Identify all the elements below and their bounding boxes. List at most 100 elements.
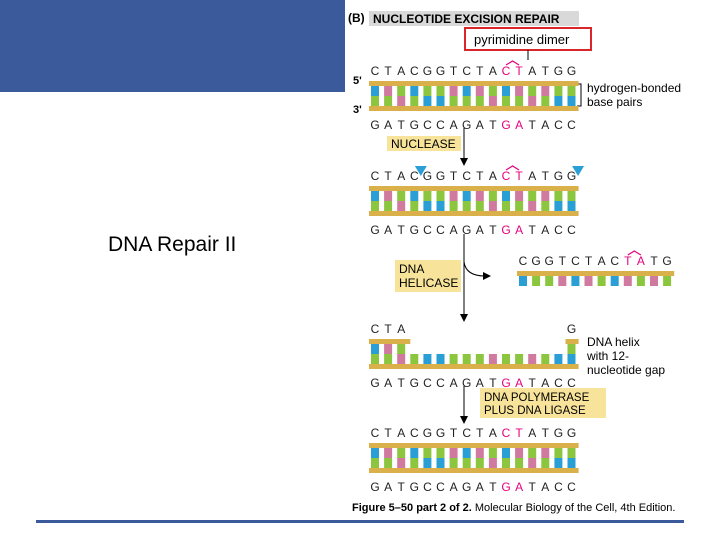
fragment-base xyxy=(532,276,541,286)
bottom-strand-letter: T xyxy=(489,223,497,237)
bottom-base xyxy=(541,354,550,364)
arrow-2-head xyxy=(460,314,468,322)
top-base xyxy=(410,86,419,96)
top-strand-letter: C xyxy=(502,169,511,183)
bottom-base xyxy=(449,96,458,106)
top-strand-letter: A xyxy=(528,169,536,183)
bottom-strand-letter: G xyxy=(370,118,379,132)
fragment-base xyxy=(584,276,593,286)
bottom-base xyxy=(449,354,458,364)
fragment-base xyxy=(571,276,580,286)
excision-repair-diagram: (B) NUCLEOTIDE EXCISION REPAIR pyrimidin… xyxy=(348,11,681,494)
bottom-strand-letter: C xyxy=(567,118,576,132)
fragment-base xyxy=(636,276,645,286)
bottom-strand-letter: A xyxy=(384,223,392,237)
top-base xyxy=(567,344,576,354)
fragment-letter: C xyxy=(519,254,528,268)
top-base xyxy=(541,86,550,96)
bottom-strand-letter: T xyxy=(529,376,537,390)
helicase-label-line2: HELICASE xyxy=(399,276,458,290)
top-strand-letter: G xyxy=(436,426,445,440)
bottom-base xyxy=(567,201,576,211)
bottom-base xyxy=(528,354,537,364)
top-base xyxy=(410,191,419,201)
top-strand-letter: C xyxy=(502,64,511,78)
top-strand-letter: C xyxy=(371,322,380,336)
top-base xyxy=(384,86,393,96)
figure-caption-rest: Molecular Biology of the Cell, 4th Editi… xyxy=(471,502,676,514)
bottom-strand-letter: A xyxy=(476,376,484,390)
top-base xyxy=(449,86,458,96)
bottom-strand-letter: T xyxy=(398,223,406,237)
bottom-base xyxy=(423,354,432,364)
bottom-strand-letter: C xyxy=(567,480,576,494)
panel-letter: (B) xyxy=(348,11,365,25)
bottom-backbone xyxy=(369,468,579,473)
bottom-base xyxy=(462,96,471,106)
top-strand-letter: T xyxy=(384,64,392,78)
fragment-letter: T xyxy=(650,254,658,268)
top-base xyxy=(475,448,484,458)
top-strand-letter: G xyxy=(423,169,432,183)
bottom-base xyxy=(423,96,432,106)
top-strand-letter: C xyxy=(410,426,419,440)
bottom-strand-letter: A xyxy=(450,480,458,494)
top-strand-letter: T xyxy=(450,64,458,78)
bottom-base xyxy=(488,354,497,364)
bottom-base xyxy=(449,201,458,211)
bottom-base xyxy=(410,96,419,106)
top-base xyxy=(397,344,406,354)
top-backbone xyxy=(369,339,411,344)
bottom-strand-letter: G xyxy=(501,376,510,390)
bottom-base xyxy=(475,201,484,211)
top-strand-letter: G xyxy=(554,169,563,183)
fragment-letter: G xyxy=(531,254,540,268)
top-base xyxy=(528,191,537,201)
bottom-strand-letter: G xyxy=(501,223,510,237)
bottom-strand-letter: C xyxy=(423,376,432,390)
nuclease-cut-right xyxy=(572,166,585,176)
fragment-letter: C xyxy=(610,254,619,268)
nuclease-label-bg xyxy=(387,136,461,151)
bottom-base xyxy=(410,201,419,211)
bottom-base xyxy=(515,458,524,468)
bottom-base xyxy=(554,96,563,106)
bottom-base xyxy=(436,201,445,211)
bottom-strand-letter: C xyxy=(554,376,563,390)
fragment-letter: T xyxy=(559,254,567,268)
bottom-strand-letter: A xyxy=(450,118,458,132)
top-base xyxy=(515,448,524,458)
top-strand-letter: T xyxy=(450,426,458,440)
bottom-base xyxy=(502,96,510,106)
top-base xyxy=(515,191,524,201)
bottom-base xyxy=(436,458,445,468)
top-strand-letter: G xyxy=(554,64,563,78)
three-prime-label: 3' xyxy=(353,104,362,116)
bottom-backbone xyxy=(369,364,579,369)
fragment-letter: T xyxy=(585,254,593,268)
top-base xyxy=(528,86,537,96)
top-strand-letter: T xyxy=(515,64,523,78)
top-strand-letter: A xyxy=(489,169,497,183)
top-strand-letter: T xyxy=(515,169,523,183)
bottom-base xyxy=(567,354,576,364)
helicase-label-line1: DNA xyxy=(399,262,424,276)
bottom-strand-letter: A xyxy=(384,480,392,494)
bottom-strand-letter: G xyxy=(501,118,510,132)
top-base xyxy=(528,448,537,458)
top-strand-letter: A xyxy=(397,426,405,440)
top-strand-letter: C xyxy=(462,426,471,440)
figure-caption-bold: Figure 5–50 part 2 of 2. xyxy=(352,502,472,514)
polymerase-label-bg xyxy=(480,388,606,418)
bottom-strand-letter: A xyxy=(384,376,392,390)
top-strand-letter: G xyxy=(436,64,445,78)
bottom-strand-letter: A xyxy=(515,376,523,390)
bottom-base xyxy=(384,201,393,211)
bottom-strand-letter: A xyxy=(515,118,523,132)
branch-to-fragment xyxy=(463,261,486,277)
top-base xyxy=(567,86,576,96)
top-strand-letter: C xyxy=(410,169,419,183)
bottom-base xyxy=(515,201,524,211)
bottom-strand-letter: G xyxy=(370,480,379,494)
fragment-dimer-link xyxy=(627,250,642,256)
